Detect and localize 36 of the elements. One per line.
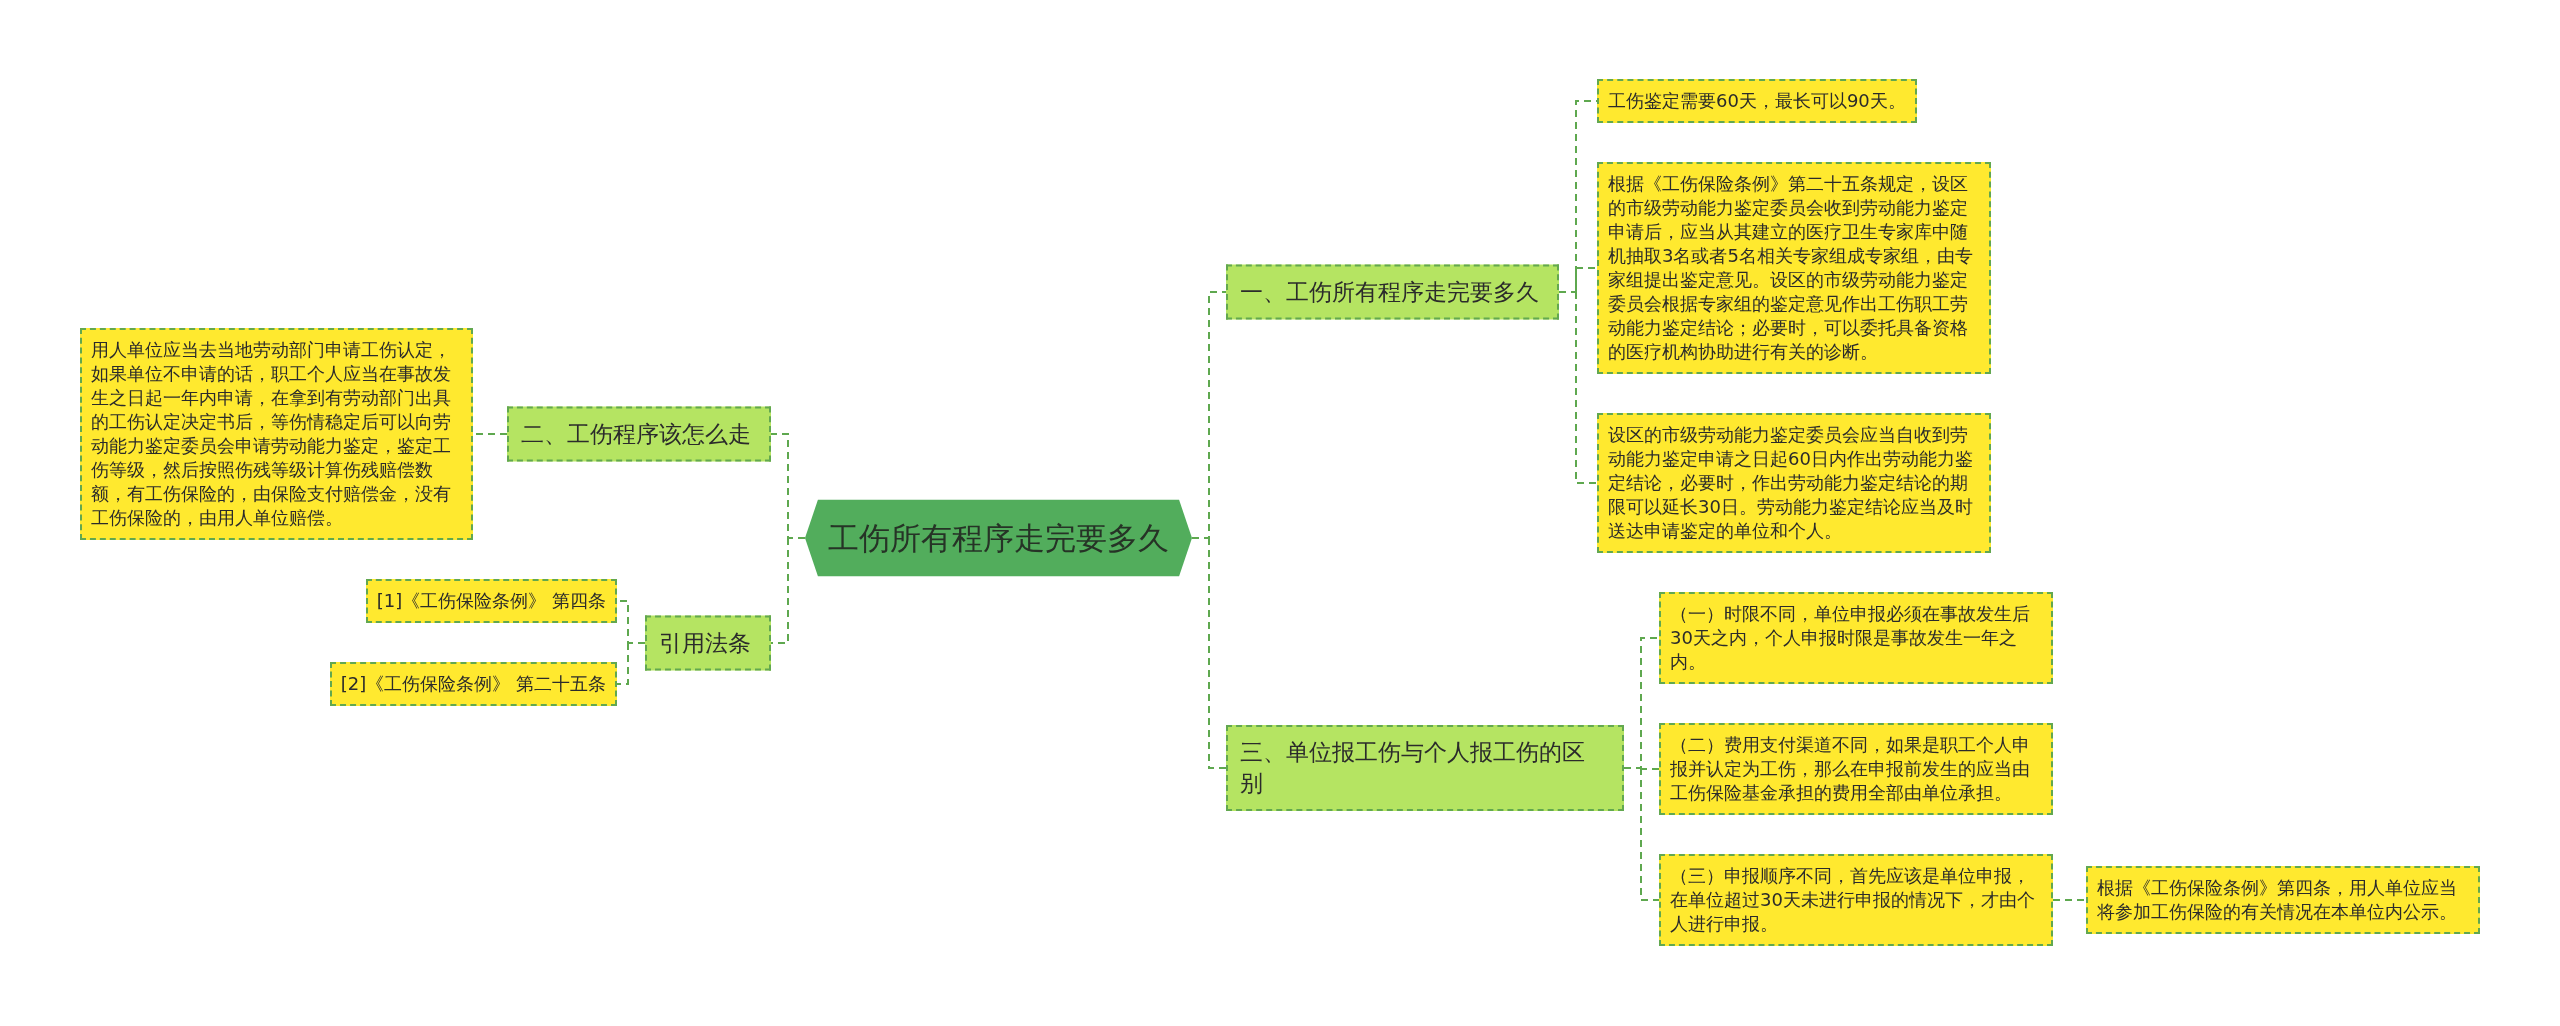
topic-title: 工伤所有程序走完要多久 [828, 518, 1169, 557]
connector-line [2052, 899, 2087, 901]
connector-line [1191, 291, 1227, 769]
central-topic [805, 499, 1192, 577]
note-text: [2]《工伤保险条例》 第二十五条 [340, 672, 606, 696]
branch-topic [645, 615, 771, 671]
note-card [80, 328, 473, 540]
note-text: （一）时限不同，单位申报必须在事故发生后30天之内，个人申报时限是事故发生一年之内。 [1670, 602, 2031, 674]
connector-line [1558, 100, 1598, 484]
branch-title: 三、单位报工伤与个人报工伤的区别 [1240, 738, 1586, 798]
note-text: 工伤鉴定需要60天，最长可以90天。 [1608, 89, 1906, 113]
branch-title: 一、工伤所有程序走完要多久 [1240, 277, 1539, 307]
connector-line [616, 600, 646, 685]
branch-title: 二、工伤程序该怎么走 [521, 419, 751, 449]
note-card [365, 579, 617, 623]
note-card [1597, 79, 1917, 123]
note-card [1659, 854, 2053, 946]
note-text: （三）申报顺序不同，首先应该是单位申报，在单位超过30天未进行申报的情况下，才由个人进行申报。 [1670, 864, 2036, 936]
note-text: 设区的市级劳动能力鉴定委员会应当自收到劳动能力鉴定申请之日起60日内作出劳动能力鉴定结论，必要时，作出劳动能力鉴定结论的期限可以延长30日。劳动能力鉴定结论应当及时送达申请鉴定的单位和个人。 [1608, 423, 1974, 543]
note-card [1597, 413, 1991, 553]
note-card [329, 662, 617, 706]
branch-topic [507, 406, 771, 462]
branch-topic [1226, 725, 1624, 811]
branch-title: 引用法条 [659, 628, 751, 658]
note-text: 用人单位应当去当地劳动部门申请工伤认定，如果单位不申请的话，职工个人应当在事故发生之日起一年内申请，在拿到有劳动部门出具的工伤认定决定书后，等伤情稳定后可以向劳动能力鉴定委员会申请劳动能力鉴定，鉴定工伤等级，然后按照伤残等级计算伤残赔偿数额，有工伤保险的，由保险支付赔偿金，没有工伤保险的，由用人单位赔偿。 [91, 338, 452, 530]
note-card [1659, 723, 2053, 815]
note-card [1659, 592, 2053, 684]
connector-line [1623, 637, 1660, 901]
connector-line [770, 433, 806, 644]
note-card [2086, 866, 2480, 934]
note-text: 根据《工伤保险条例》第二十五条规定，设区的市级劳动能力鉴定委员会收到劳动能力鉴定申请后，应当从其建立的医疗卫生专家库中随机抽取3名或者5名相关专家组成专家组，由专家组提出鉴定意见。设区的市级劳动能力鉴定委员会根据专家组的鉴定意见作出工伤职工劳动能力鉴定结论；必要时，可以委托具备资格的医疗机构协助进行有关的诊断。 [1608, 172, 1974, 364]
branch-topic [1226, 264, 1559, 320]
note-text: [1]《工伤保险条例》 第四条 [376, 589, 606, 613]
note-text: （二）费用支付渠道不同，如果是职工个人申报并认定为工伤，那么在申报前发生的应当由工伤保险基金承担的费用全部由单位承担。 [1670, 733, 2031, 805]
note-card [1597, 162, 1991, 374]
note-text: 根据《工伤保险条例》第四条，用人单位应当将参加工伤保险的有关情况在本单位内公示。 [2097, 876, 2458, 924]
